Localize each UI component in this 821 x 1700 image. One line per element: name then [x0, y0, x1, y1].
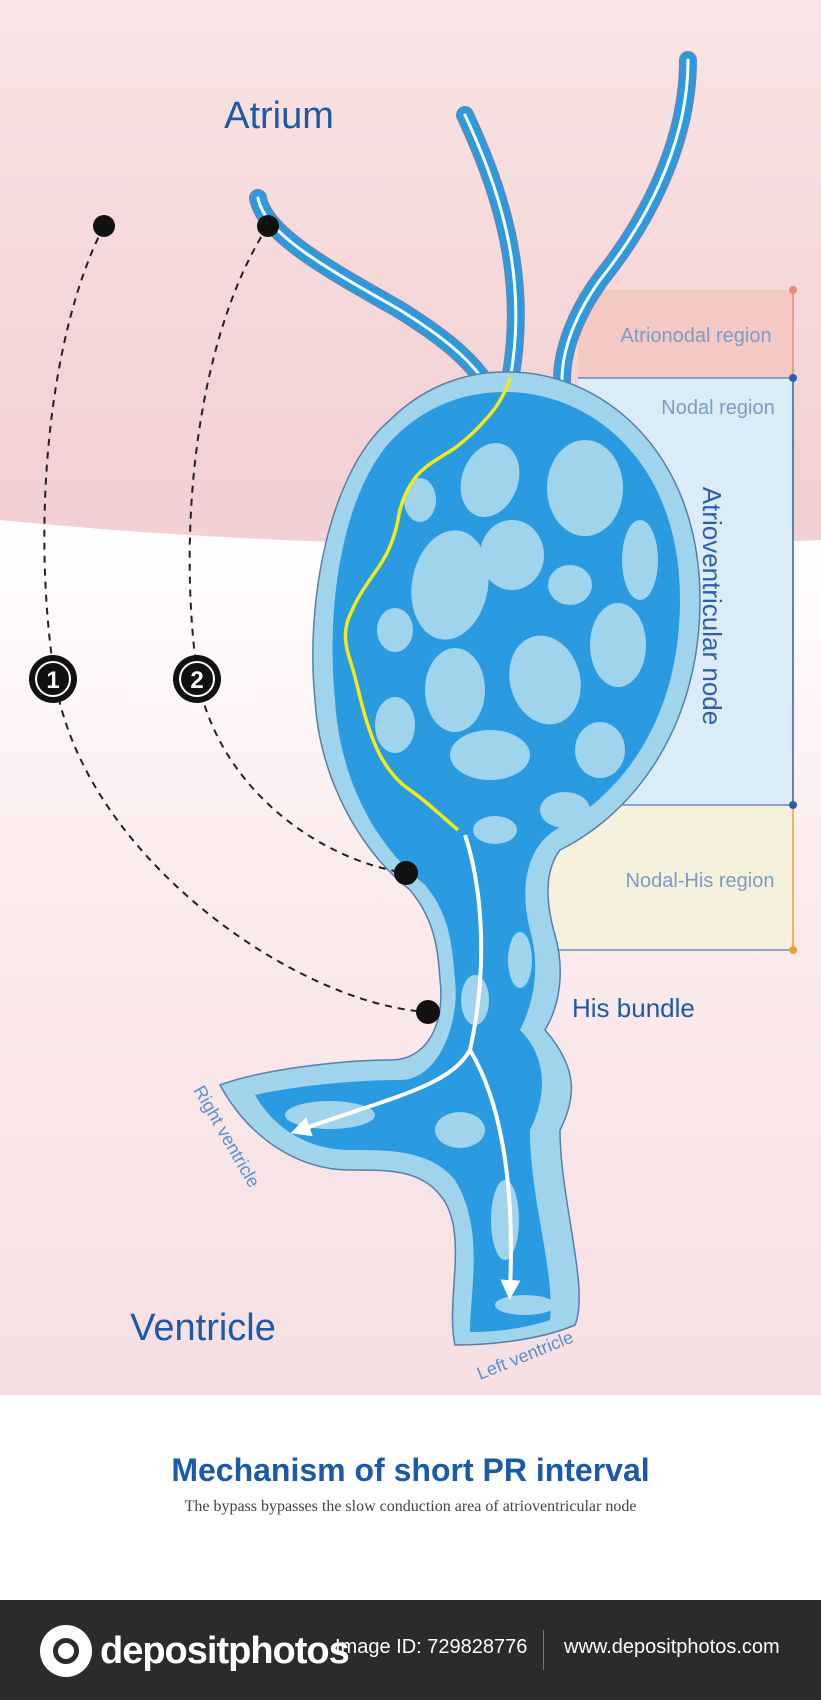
region-atrionodal-box	[578, 290, 793, 378]
av-node-label: Atrioventricular node	[697, 487, 727, 725]
pathway-end-dot	[416, 1000, 440, 1024]
pathway-number: 1	[46, 667, 59, 694]
footer-divider	[543, 1630, 544, 1670]
pathway-marker-1: 1	[29, 655, 77, 703]
pathway-marker-2: 2	[173, 655, 221, 703]
pathway-start-dot	[93, 215, 115, 237]
nodal-region-label: Nodal region	[661, 397, 774, 419]
brand-name: depositphotos	[100, 1629, 350, 1672]
image-id: Image ID: 729828776	[335, 1636, 528, 1658]
bracket-dot	[789, 374, 797, 382]
atrium-label: Atrium	[224, 95, 334, 137]
caption-title: Mechanism of short PR interval	[171, 1452, 650, 1488]
brand-logo[interactable]: depositphotos	[40, 1625, 350, 1677]
av-node-islands	[285, 440, 658, 1315]
pathway-end-dot	[394, 861, 418, 885]
bracket-dot	[789, 286, 797, 294]
site-link[interactable]: www.depositphotos.com	[564, 1636, 780, 1658]
bracket-dot	[789, 946, 797, 954]
av-node-core	[255, 392, 680, 1332]
av-node-diagram: 1 2 Atrium Ventricle His bundle Atrionod…	[0, 0, 821, 1395]
pathway-start-dot	[257, 215, 279, 237]
ventricle-label: Ventricle	[130, 1307, 276, 1349]
atrionodal-region-label: Atrionodal region	[620, 325, 771, 347]
nodal-his-region-label: Nodal-His region	[626, 870, 775, 892]
conduction-arrow	[468, 1048, 521, 1300]
his-bundle-label: His bundle	[572, 993, 695, 1023]
caption-subtitle: The bypass bypasses the slow conduction …	[184, 1498, 637, 1515]
camera-icon	[40, 1625, 92, 1677]
bracket-dot	[789, 801, 797, 809]
footer-bar: depositphotos Image ID: 729828776 www.de…	[0, 1600, 821, 1700]
bypass-tract	[343, 377, 512, 832]
caption: Mechanism of short PR interval The bypas…	[0, 1395, 821, 1600]
pathway-number: 2	[190, 667, 203, 694]
